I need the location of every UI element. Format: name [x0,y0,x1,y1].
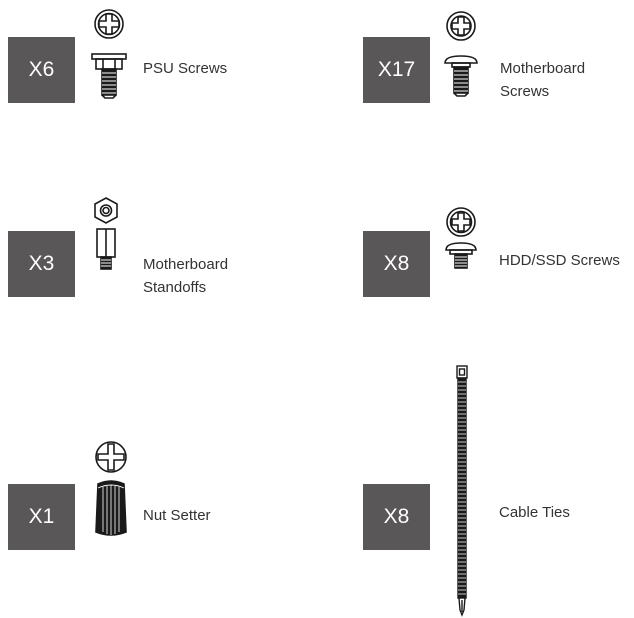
item-label: Motherboard Screws [500,57,585,103]
item-label: Motherboard Standoffs [143,253,228,299]
cable-tie-icon [452,364,472,618]
motherboard-screw-icon [440,10,484,102]
quantity-badge: X8 [363,231,430,297]
quantity-badge: X3 [8,231,75,297]
quantity-badge: X6 [8,37,75,103]
quantity-badge: X17 [363,37,430,103]
item-label-line: Nut Setter [143,507,211,524]
nut-setter-icon [93,440,133,540]
item-label-line: Standoffs [143,279,207,296]
item-label: Nut Setter [143,504,211,527]
item-label: Cable Ties [499,501,570,524]
item-label-line: HDD/SSD Screws [499,252,620,269]
quantity-badge: X1 [8,484,75,550]
item-label-line: PSU Screws [143,60,228,77]
hdd-ssd-screw-icon [440,206,484,272]
item-label-line: Screws [500,83,550,100]
item-label-line: Motherboard [143,256,229,273]
psu-screw-icon [88,8,132,106]
item-label-line: Cable Ties [499,504,570,521]
item-label-line: Motherboard [500,60,586,77]
item-label: HDD/SSD Screws [499,249,620,272]
quantity-badge: X8 [363,484,430,550]
item-label: PSU Screws [143,57,227,80]
standoff-icon [90,196,130,272]
